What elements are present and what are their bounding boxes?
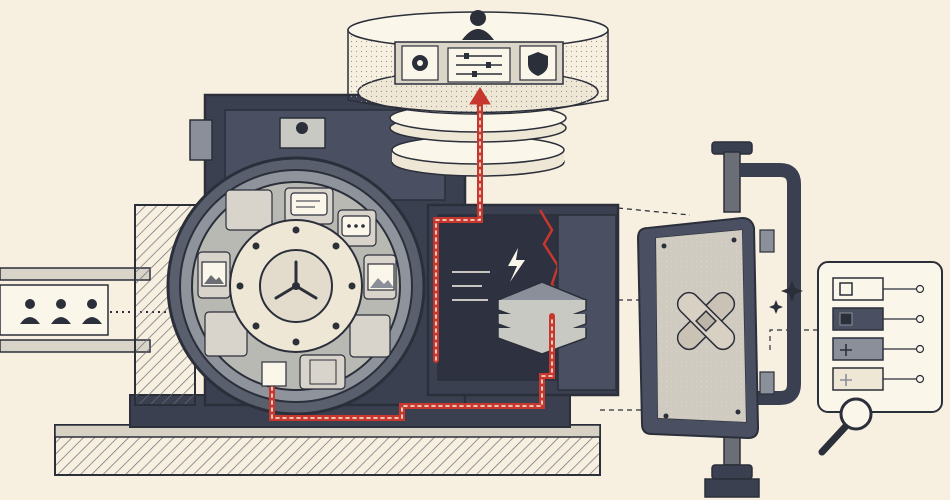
data-flow-path	[269, 87, 555, 421]
rotary-wheel	[166, 156, 426, 416]
top-stack	[347, 10, 609, 177]
speech-bubble-icon	[290, 192, 328, 216]
shield-icon	[519, 45, 557, 81]
core-panel	[426, 203, 620, 397]
bandage-icon	[676, 291, 736, 351]
sliders-icon	[447, 47, 511, 83]
checklist-card	[817, 261, 943, 413]
small-note-card	[261, 359, 337, 387]
checklist-row	[832, 367, 925, 391]
checklist-row	[832, 307, 925, 331]
sparkle-icon	[769, 280, 803, 314]
arrow-up-icon	[469, 87, 491, 105]
photo-icon	[201, 261, 227, 287]
patch-plate	[636, 216, 760, 440]
clamp	[704, 141, 801, 498]
gear-icon	[401, 45, 439, 81]
stacked-layers	[495, 281, 589, 355]
magnifier-icon	[818, 397, 873, 456]
checklist-row	[832, 277, 925, 301]
checklist-row	[832, 337, 925, 361]
image-icon	[367, 263, 395, 291]
user-icon	[462, 10, 494, 40]
input-shafts	[0, 267, 151, 353]
chat-dots-icon	[341, 215, 371, 237]
users-group-icon	[20, 299, 102, 324]
lightning-icon	[508, 248, 525, 282]
